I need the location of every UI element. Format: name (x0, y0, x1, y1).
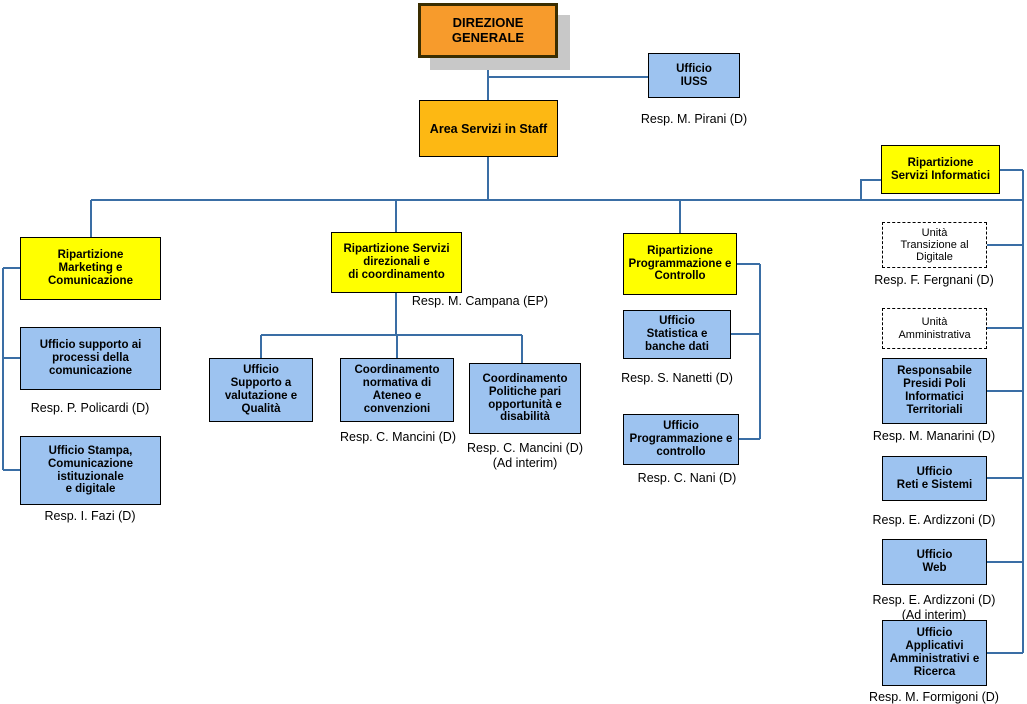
caption-policardi: Resp. P. Policardi (D) (30, 401, 150, 415)
caption-fergnani: Resp. F. Fergnani (D) (874, 273, 994, 287)
caption-nanetti: Resp. S. Nanetti (D) (621, 371, 733, 385)
caption-ardizzoni-1: Resp. E. Ardizzoni (D) (872, 513, 996, 527)
caption-fazi: Resp. I. Fazi (D) (44, 509, 136, 523)
caption-nani: Resp. C. Nani (D) (637, 471, 737, 485)
link-bus-to-informatici (860, 179, 881, 200)
caption-campana: Resp. M. Campana (EP) (411, 294, 549, 308)
caption-pirani: Resp. M. Pirani (D) (640, 112, 748, 126)
caption-mancini-2: Resp. C. Mancini (D) (Ad interim) (467, 441, 583, 470)
caption-mancini-1: Resp. C. Mancini (D) (340, 430, 456, 444)
caption-formigoni: Resp. M. Formigoni (D) (869, 690, 999, 704)
node-label: Area Servizi in Staff (429, 121, 548, 136)
caption-ardizzoni-2: Resp. E. Ardizzoni (D) (Ad interim) (872, 593, 996, 622)
node-area-servizi-in-staff[interactable]: Area Servizi in Staff (419, 100, 558, 157)
caption-manarini: Resp. M. Manarini (D) (872, 429, 996, 443)
